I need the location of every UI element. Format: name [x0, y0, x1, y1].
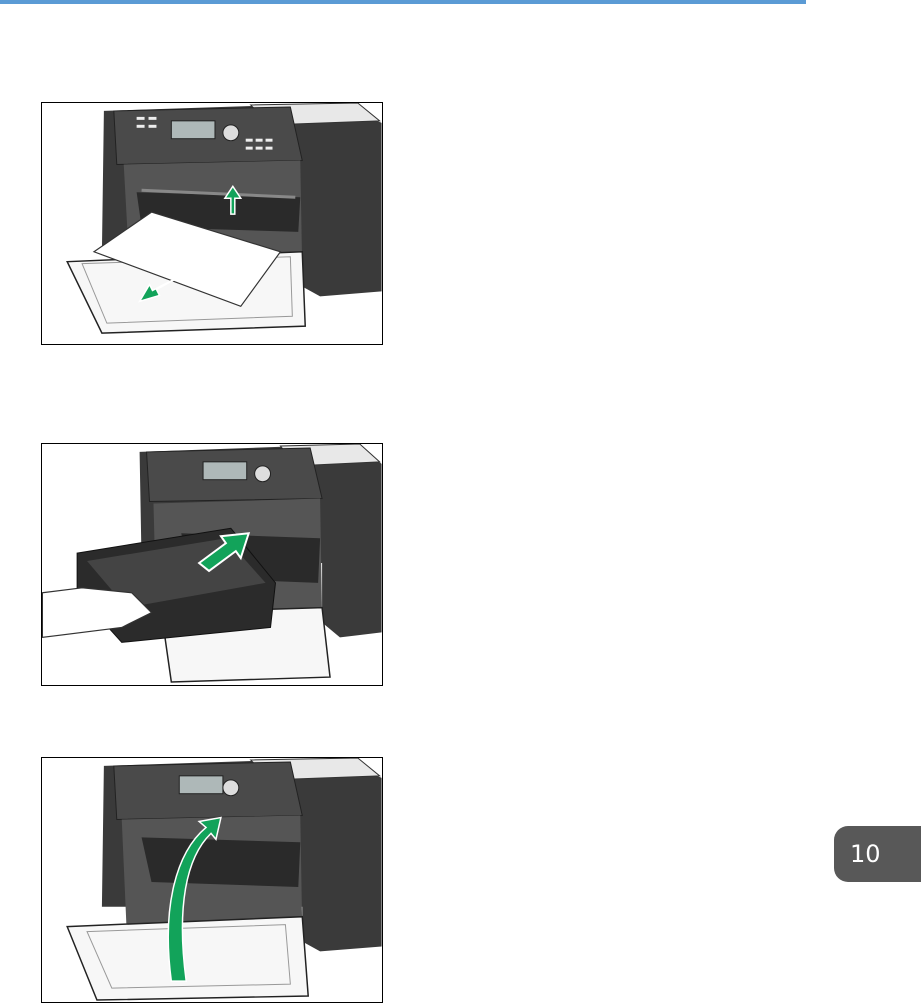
illustration-insert-toner-cartridge — [41, 443, 383, 686]
illustration-close-front-cover — [41, 757, 383, 1003]
chapter-number: 10 — [850, 840, 881, 868]
printer-paper-jam-icon — [42, 103, 382, 344]
chapter-tab: 10 — [834, 826, 921, 882]
header-rule — [0, 0, 806, 4]
illustration-remove-jammed-paper — [41, 102, 383, 345]
printer-toner-cartridge-icon — [42, 444, 382, 685]
printer-close-cover-icon — [42, 758, 382, 1002]
